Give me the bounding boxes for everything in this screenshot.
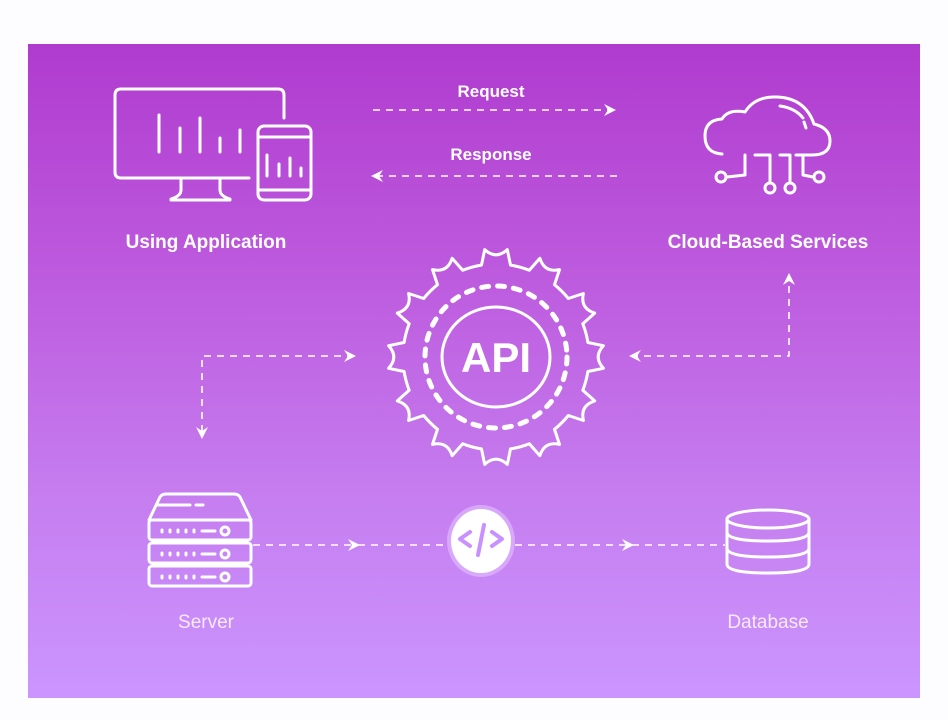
edge-api-server bbox=[196, 350, 356, 439]
code-icon bbox=[447, 505, 515, 577]
node-label-api: API bbox=[460, 334, 532, 381]
database-icon bbox=[725, 508, 811, 575]
node-label-server: Server bbox=[178, 612, 234, 633]
edge-label-response: Response bbox=[450, 145, 532, 164]
cloud-network-icon bbox=[703, 95, 832, 195]
node-label-cloud: Cloud-Based Services bbox=[667, 232, 869, 253]
monitor-phone-chart-icon bbox=[113, 87, 313, 202]
edge-label-request: Request bbox=[457, 82, 525, 101]
diagram-panel bbox=[28, 44, 920, 698]
gear-icon bbox=[387, 248, 605, 466]
server-indicators bbox=[160, 525, 231, 583]
edge-api-cloud bbox=[629, 273, 795, 362]
node-label-database: Database bbox=[727, 612, 809, 633]
server-rack-icon bbox=[147, 492, 253, 588]
node-label-app: Using Application bbox=[125, 232, 287, 253]
